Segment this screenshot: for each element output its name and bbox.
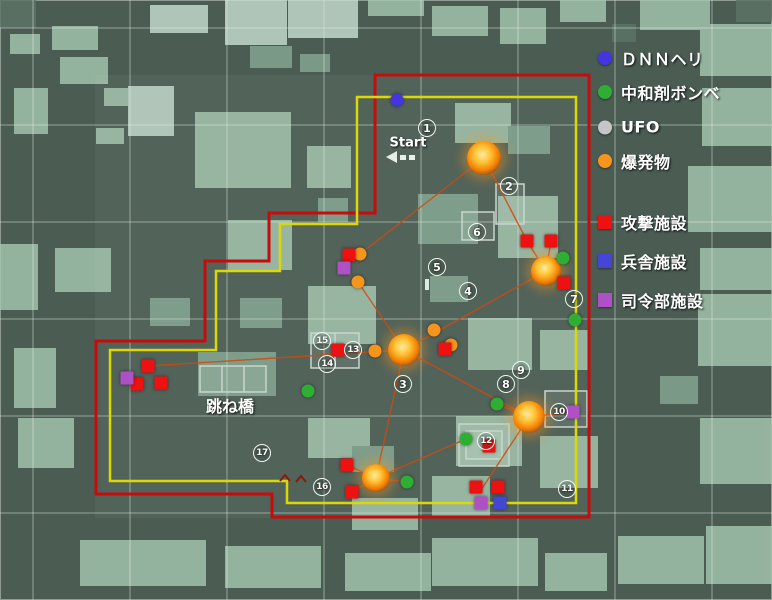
attack-marker	[345, 485, 359, 499]
start-label: Start	[389, 135, 427, 151]
orb-marker	[362, 464, 390, 492]
heli-marker	[390, 93, 404, 107]
bomb-marker	[490, 397, 504, 411]
map-number-6: 6	[468, 223, 486, 241]
explosive-swatch	[598, 154, 612, 168]
legend-item-ufo: UFO	[598, 118, 660, 137]
map-number-1: 1	[418, 119, 436, 137]
legend-label-heli: ＤＮＮヘリ	[621, 50, 704, 69]
legend: ＤＮＮヘリ中和剤ボンベ UFO 爆発物攻撃施設兵舎施設司令部施設	[598, 0, 772, 340]
legend-item-bomb: 中和剤ボンベ	[598, 80, 720, 104]
hq-marker	[474, 496, 488, 510]
attack-marker	[557, 276, 571, 290]
legend-label-barracks: 兵舎施設	[621, 253, 688, 272]
legend-item-heli: ＤＮＮヘリ	[598, 46, 704, 70]
map-number-5: 5	[428, 258, 446, 276]
map-number-15: 15	[313, 332, 331, 350]
map-number-17: 17	[253, 444, 271, 462]
bridge-label: 跳ね橋	[205, 397, 255, 416]
start-arrow-icon	[386, 151, 415, 163]
map-number-2: 2	[500, 177, 518, 195]
barracks-swatch	[598, 254, 612, 268]
legend-label-hq: 司令部施設	[621, 292, 704, 311]
legend-label-bomb: 中和剤ボンベ	[621, 84, 721, 103]
hq-swatch	[598, 293, 612, 307]
attack-marker	[340, 458, 354, 472]
legend-item-hq: 司令部施設	[598, 288, 704, 312]
map-number-9: 9	[512, 361, 530, 379]
legend-label-explosive: 爆発物	[621, 153, 671, 172]
map-number-7: 7	[565, 290, 583, 308]
explosive-marker	[351, 275, 365, 289]
attack-marker	[342, 248, 356, 262]
legend-label-attack: 攻撃施設	[621, 214, 688, 233]
attack-marker	[544, 234, 558, 248]
orb-marker	[513, 401, 545, 433]
attack-swatch	[598, 215, 612, 229]
legend-label-ufo: UFO	[621, 117, 661, 137]
explosive-marker	[368, 344, 382, 358]
explosive-marker	[427, 323, 441, 337]
hazard-marks	[279, 473, 307, 483]
orb-marker	[531, 256, 561, 286]
barracks-marker	[493, 496, 507, 510]
bomb-marker	[459, 432, 473, 446]
attack-marker	[469, 480, 483, 494]
map-number-16: 16	[313, 478, 331, 496]
map-number-12: 12	[477, 432, 495, 450]
map-number-14: 14	[318, 355, 336, 373]
legend-item-explosive: 爆発物	[598, 149, 671, 173]
attack-marker	[130, 377, 144, 391]
attack-marker	[491, 480, 505, 494]
hq-marker	[337, 261, 351, 275]
orb-marker	[388, 334, 420, 366]
inner-boundary	[108, 95, 578, 505]
bomb-marker	[556, 251, 570, 265]
legend-item-barracks: 兵舎施設	[598, 249, 687, 273]
hq-marker	[120, 371, 134, 385]
hq-marker	[566, 405, 580, 419]
arrow-head	[386, 151, 397, 163]
map-number-4: 4	[459, 282, 477, 300]
map-number-8: 8	[497, 375, 515, 393]
attack-marker	[141, 359, 155, 373]
attack-marker	[438, 342, 452, 356]
bomb-marker	[301, 384, 315, 398]
attack-marker	[520, 234, 534, 248]
attack-marker	[154, 376, 168, 390]
map-number-10: 10	[550, 403, 568, 421]
bomb-marker	[568, 313, 582, 327]
orb-marker	[467, 141, 501, 175]
ufo-swatch	[598, 120, 612, 134]
arrow-dash	[409, 154, 415, 160]
explosive-marker	[353, 247, 367, 261]
map-number-3: 3	[394, 375, 412, 393]
map-number-11: 11	[558, 480, 576, 498]
heli-swatch	[598, 51, 612, 65]
legend-item-attack: 攻撃施設	[598, 210, 687, 234]
arrow-dash	[400, 154, 406, 160]
outer-boundary	[94, 73, 591, 519]
bomb-marker	[400, 475, 414, 489]
attack-marker	[331, 343, 345, 357]
bomb-swatch	[598, 85, 612, 99]
map-number-13: 13	[344, 341, 362, 359]
